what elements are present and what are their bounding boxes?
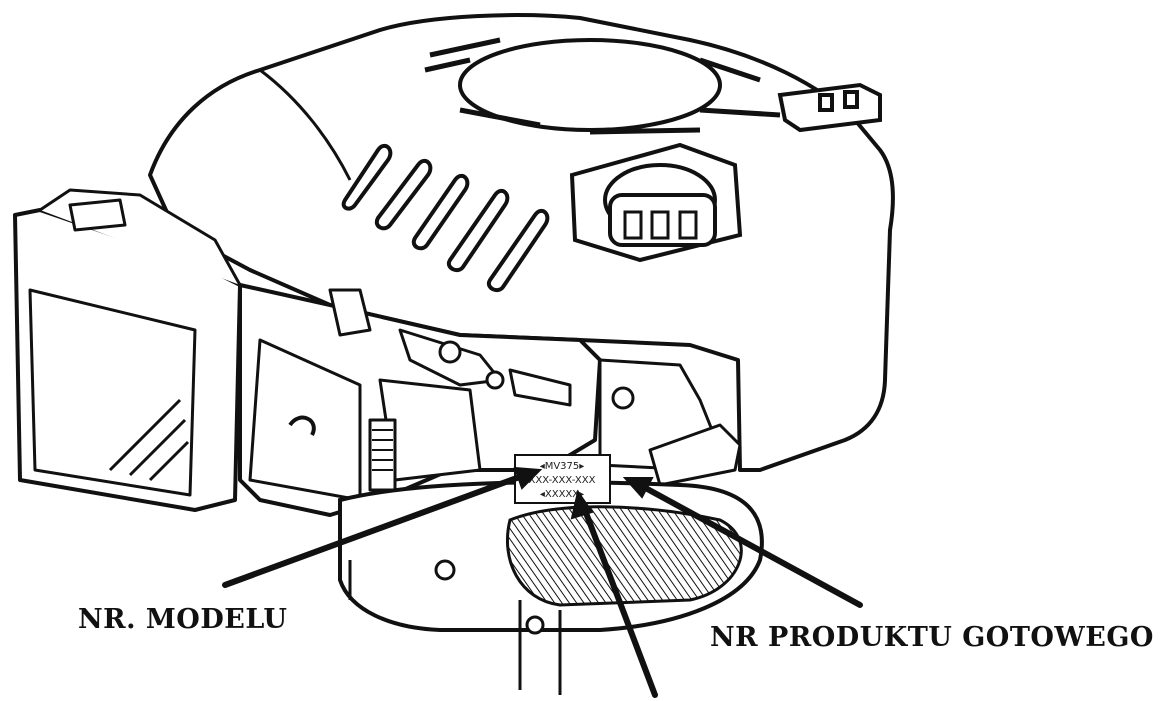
nameplate-line-3: ◂XXXXX▸ [540,489,584,500]
cooling-slots [341,143,550,292]
model-number-label: NR. MODELU [78,604,288,635]
finished-product-number-label: NR PRODUKTU GOTOWEGO [710,622,1154,653]
engine-block [238,283,742,517]
cable-connector [777,82,882,133]
nameplate-line-1: ◂MV375▸ [540,461,585,472]
arrow-model [222,472,528,588]
recoil-starter [424,37,781,135]
arrow-serial [580,502,658,698]
arrow-model-head [513,466,543,490]
arrow-serial-head [570,489,594,520]
leader-arrows [222,466,863,698]
oil-cap [569,142,743,263]
arrow-product [637,482,863,608]
nameplate-line-2: XXX-XXX-XXX [529,475,596,486]
arrow-product-head [622,477,654,499]
mounting-deck [338,480,764,695]
air-filter-housing [13,188,242,512]
